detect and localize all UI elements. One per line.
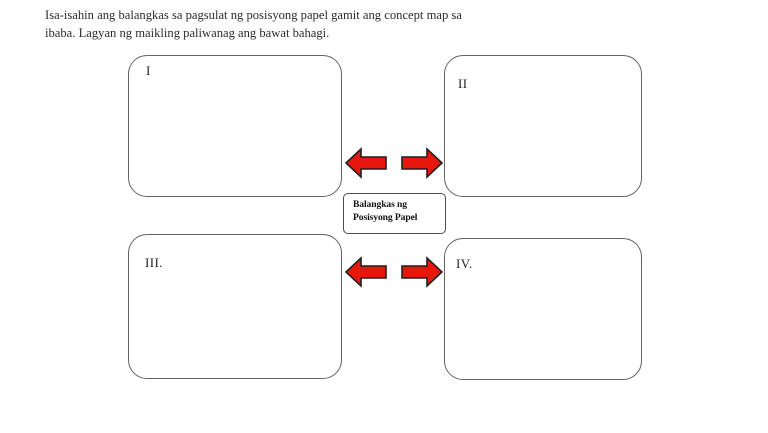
concept-box-iii-label: III. [145,255,163,270]
center-node-line-2: Posisyong Papel [353,211,418,223]
center-node-line-1: Balangkas ng [353,199,407,210]
concept-box-iv[interactable]: IV. [444,238,642,380]
arrow-right-icon-bottom [401,255,443,289]
instruction-line-1: Isa-isahin ang balangkas sa pagsulat ng … [45,8,462,22]
concept-box-iii[interactable]: III. [128,234,342,379]
concept-map-center-node[interactable]: Balangkas ng Posisyong Papel [343,193,446,234]
instruction-line-2: ibaba. Lagyan ng maikling paliwanag ang … [45,26,330,40]
concept-box-iv-label: IV. [456,256,473,271]
concept-box-i-label: I [146,63,151,78]
arrow-left-icon-bottom [345,255,387,289]
instruction-text: Isa-isahin ang balangkas sa pagsulat ng … [45,6,585,42]
arrow-right-icon-top [401,146,443,180]
arrow-left-icon-top [345,146,387,180]
concept-box-ii[interactable]: II [444,55,642,197]
center-node-text: Balangkas ng Posisyong Papel [353,199,417,224]
concept-box-i[interactable]: I [128,55,342,197]
concept-box-ii-label: II [458,76,468,91]
